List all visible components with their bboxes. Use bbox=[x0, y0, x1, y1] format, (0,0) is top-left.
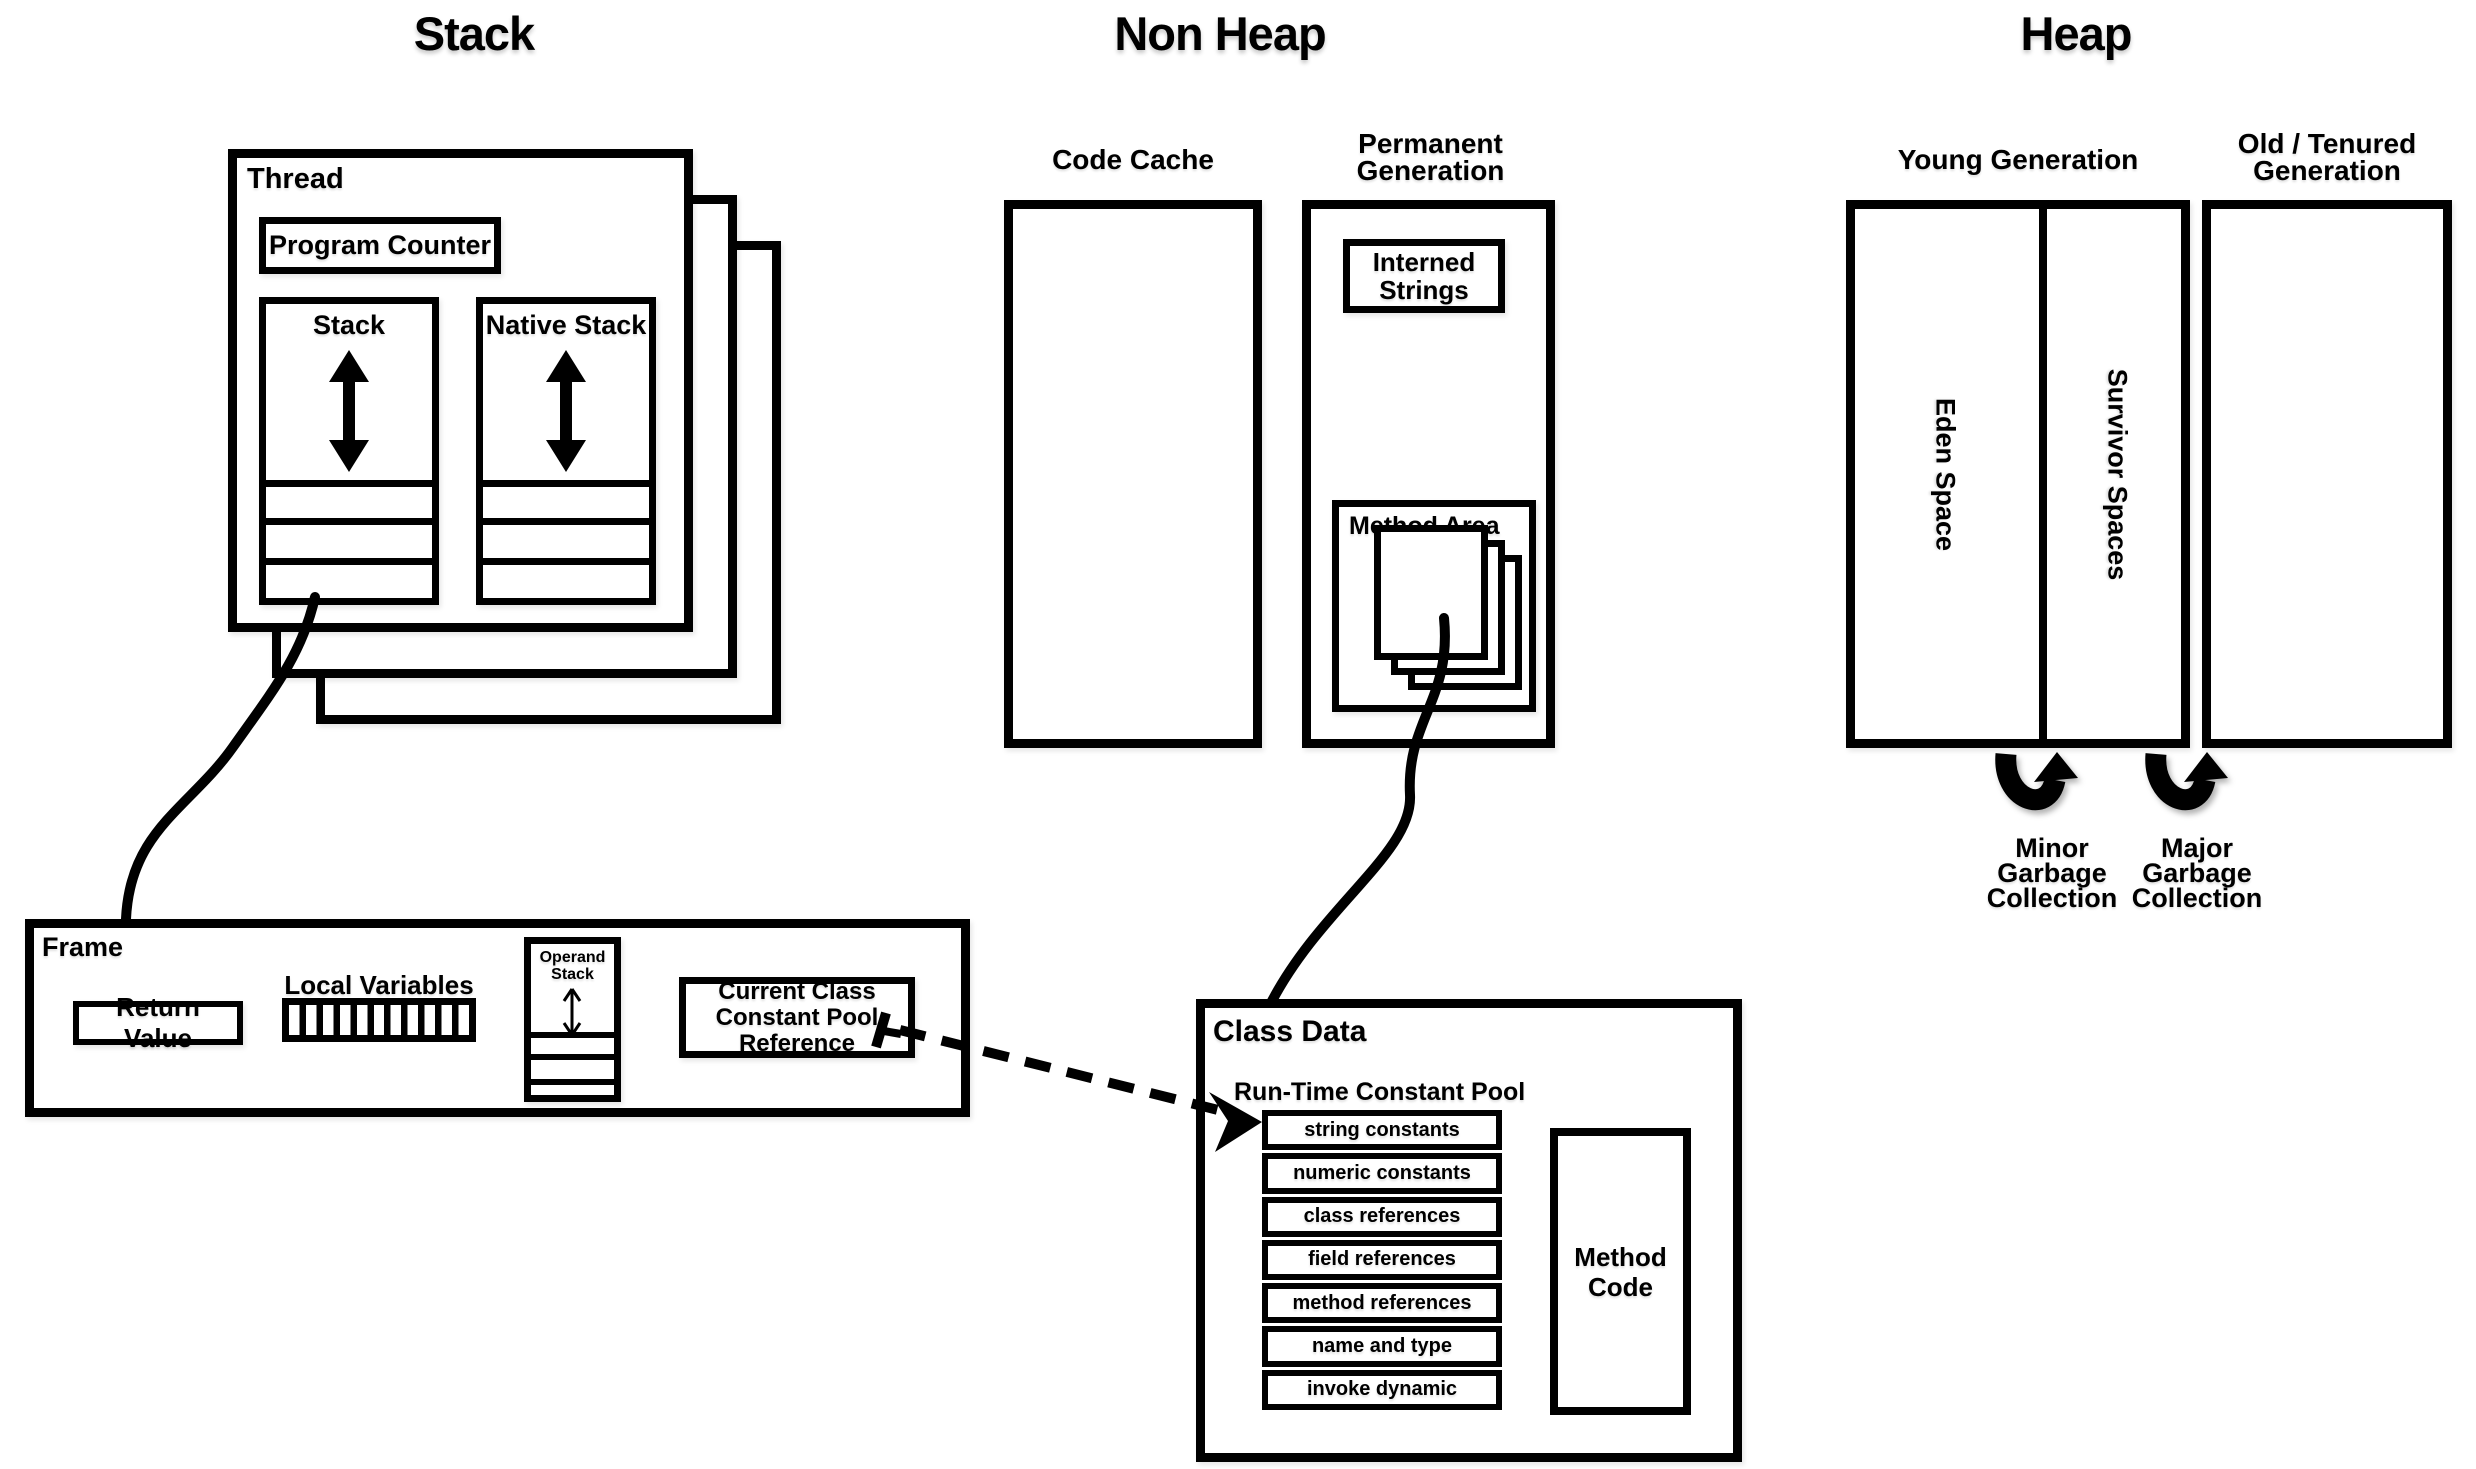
method-code-box: Method Code bbox=[1550, 1128, 1691, 1415]
code-cache-label: Code Cache bbox=[1052, 144, 1214, 175]
runtime-constant-pool-table: string constants numeric constants class… bbox=[1262, 1110, 1502, 1410]
pool-row-method-references: method references bbox=[1262, 1283, 1502, 1324]
pool-row-string-constants: string constants bbox=[1262, 1110, 1502, 1151]
operand-stack-label: Operand Stack bbox=[539, 949, 606, 983]
thread-stack-box: Stack bbox=[259, 297, 439, 605]
operand-slot-line bbox=[531, 1032, 614, 1038]
pool-row-name-and-type: name and type bbox=[1262, 1326, 1502, 1367]
local-variables-label: Local Variables bbox=[284, 970, 474, 1000]
thread-box: Thread Program Counter Stack Native Stac… bbox=[228, 149, 693, 632]
program-counter-box: Program Counter bbox=[259, 217, 501, 274]
minor-gc-uturn-arrow-icon bbox=[1995, 752, 2078, 811]
runtime-constant-pool-label: Run-Time Constant Pool bbox=[1234, 1078, 1526, 1106]
heap-section-title: Heap bbox=[2020, 7, 2133, 60]
code-cache-box bbox=[1004, 200, 1262, 748]
local-variables-slots bbox=[282, 998, 476, 1042]
operand-slot-line bbox=[531, 1054, 614, 1060]
class-data-label: Class Data bbox=[1213, 1015, 1367, 1048]
grow-shrink-arrow-icon bbox=[329, 350, 369, 472]
old-tenured-generation-box bbox=[2202, 200, 2452, 748]
survivor-spaces-label: Survivor Spaces bbox=[2102, 368, 2133, 581]
class-data-box: Class Data Run-Time Constant Pool string… bbox=[1196, 999, 1742, 1462]
permanent-generation-box: Interned Strings Method Area bbox=[1302, 200, 1555, 748]
native-stack-slot-line bbox=[483, 518, 649, 525]
old-tenured-generation-label: Old / Tenured Generation bbox=[2237, 128, 2417, 186]
eden-space-label: Eden Space bbox=[1930, 397, 1961, 552]
eden-survivor-divider bbox=[2039, 209, 2047, 739]
permanent-generation-label: Permanent Generation bbox=[1356, 128, 1505, 186]
operand-stack-box: Operand Stack bbox=[524, 937, 621, 1102]
frame-box: Frame Return Value Local Variables Opera… bbox=[25, 919, 970, 1117]
non-heap-section-title: Non Heap bbox=[1114, 7, 1326, 60]
young-generation-box bbox=[1846, 200, 2190, 748]
grow-shrink-arrow-icon bbox=[546, 350, 586, 472]
interned-strings-box: Interned Strings bbox=[1343, 239, 1505, 313]
pool-row-field-references: field references bbox=[1262, 1239, 1502, 1281]
current-class-constant-pool-reference-box: Current Class Constant Pool Reference bbox=[679, 977, 915, 1058]
method-area-box: Method Area bbox=[1332, 500, 1536, 712]
minor-garbage-collection-label: Minor Garbage Collection bbox=[1986, 833, 2118, 913]
major-gc-uturn-arrow-icon bbox=[2145, 752, 2228, 811]
operand-push-pop-arrow-icon bbox=[562, 988, 582, 1036]
operand-slot-line bbox=[531, 1079, 614, 1085]
frame-label: Frame bbox=[42, 932, 124, 962]
major-garbage-collection-label: Major Garbage Collection bbox=[2131, 833, 2263, 913]
pool-row-class-references: class references bbox=[1262, 1196, 1502, 1237]
native-stack-label: Native Stack bbox=[485, 310, 647, 340]
young-generation-label: Young Generation bbox=[1897, 144, 2139, 175]
stack-frame-slot-line bbox=[266, 480, 432, 487]
stack-frame-slot-line bbox=[266, 518, 432, 525]
thread-stack-label: Stack bbox=[312, 310, 386, 340]
pool-row-numeric-constants: numeric constants bbox=[1262, 1153, 1502, 1194]
return-value-box: Return Value bbox=[73, 992, 243, 1053]
native-stack-slot-line bbox=[483, 480, 649, 487]
stack-frame-slot-line bbox=[266, 558, 432, 565]
pool-row-invoke-dynamic: invoke dynamic bbox=[1262, 1369, 1502, 1410]
stack-section-title: Stack bbox=[413, 7, 535, 60]
native-stack-box: Native Stack bbox=[476, 297, 656, 605]
native-stack-slot-line bbox=[483, 558, 649, 565]
thread-label: Thread bbox=[247, 163, 344, 195]
class-card-front bbox=[1374, 525, 1488, 660]
